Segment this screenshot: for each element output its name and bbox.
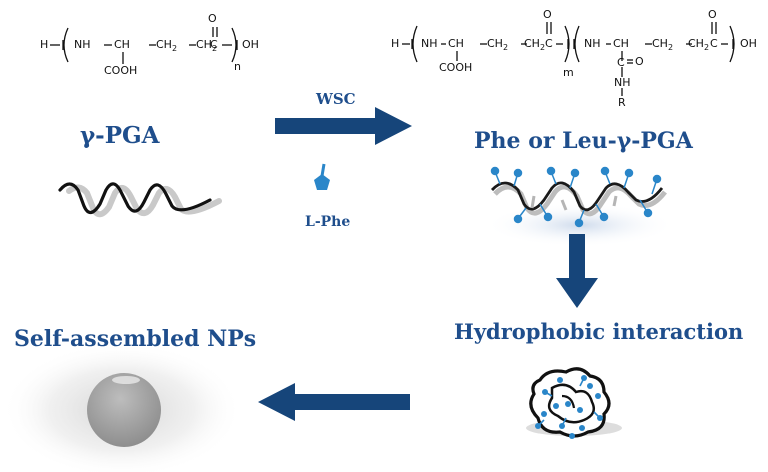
right-formula-o-side: O — [635, 55, 644, 68]
right-formula-r: R — [618, 96, 626, 109]
right-formula-ch1: CH — [448, 37, 464, 50]
right-formula-o2: O — [708, 8, 717, 21]
nanoparticle-icon — [2, 342, 242, 472]
right-formula-structure — [402, 22, 735, 96]
left-formula-cooh: COOH — [104, 64, 138, 77]
right-formula-h: H — [391, 37, 400, 50]
left-formula-structure — [50, 27, 238, 64]
left-formula-ch2a: CH2 — [156, 38, 178, 54]
right-formula-nh2: NH — [584, 37, 601, 50]
right-formula-ch2b: CH2 — [524, 37, 546, 53]
right-formula-ch2: CH — [613, 37, 629, 50]
right-formula-nh-side: NH — [614, 76, 631, 89]
phe-pga-chain-icon — [485, 166, 675, 247]
right-formula-m: m — [563, 66, 574, 79]
right-formula-ch2a: CH2 — [487, 37, 509, 53]
reaction-arrow — [275, 107, 412, 145]
right-formula-c2: C — [710, 37, 718, 50]
left-formula-nh: NH — [74, 38, 91, 51]
right-formula-cooh: COOH — [439, 61, 473, 74]
left-arrow — [258, 383, 410, 421]
l-phe-icon — [314, 163, 330, 190]
right-formula-c-side: C — [617, 56, 625, 69]
phe-or-leu-pga-label: Phe or Leu-γ-PGA — [474, 128, 693, 154]
gamma-pga-label: γ-PGA — [80, 122, 160, 149]
hydrophobic-interaction-label: Hydrophobic interaction — [454, 319, 744, 344]
right-formula-ch2d: CH2 — [688, 37, 710, 53]
wsc-label: WSC — [316, 90, 356, 108]
right-formula-oh: OH — [740, 37, 757, 50]
left-formula-n: n — [234, 60, 241, 73]
right-formula-c1: C — [545, 37, 553, 50]
gamma-pga-chain-icon — [58, 182, 222, 218]
left-formula-oh: OH — [242, 38, 259, 51]
self-assembled-nps-label: Self-assembled NPs — [14, 326, 257, 352]
right-formula-nh1: NH — [421, 37, 438, 50]
hydrophobic-aggregate-icon — [526, 367, 622, 439]
right-formula-o1: O — [543, 8, 552, 21]
left-formula-o: O — [208, 12, 217, 25]
left-formula-ch2b: CH2 — [196, 38, 218, 54]
left-formula-h: H — [40, 38, 49, 51]
l-phe-label: L-Phe — [305, 214, 351, 230]
left-formula-c: C — [210, 38, 218, 51]
right-formula-ch2c: CH2 — [652, 37, 674, 53]
left-formula-ch: CH — [114, 38, 130, 51]
down-arrow — [556, 234, 598, 308]
